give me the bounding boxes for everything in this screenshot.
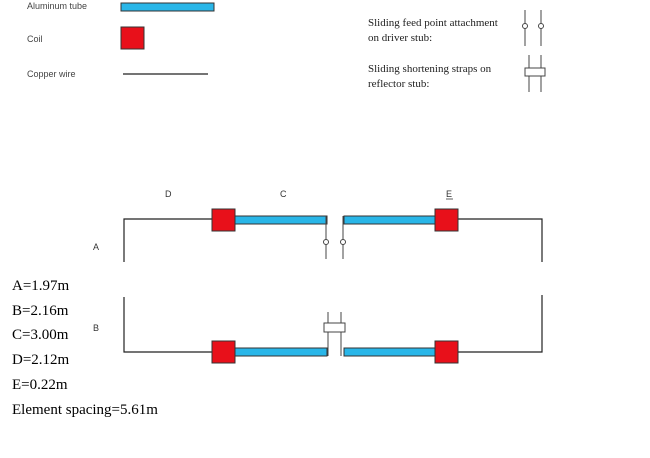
legend-aluminum-tube-swatch: [120, 2, 215, 12]
driver-right-tube: [343, 215, 436, 225]
label-e: E: [446, 189, 452, 199]
driver-feed-point: [323, 216, 346, 259]
dimension-b: B=2.16m: [12, 303, 69, 319]
reflector-left-coil: [211, 340, 236, 364]
legend-strap-line1: Sliding shortening straps on: [368, 63, 492, 75]
dimension-spacing: Element spacing=5.61m: [12, 402, 158, 418]
reflector-element: [123, 295, 543, 364]
dimension-d: D=2.12m: [12, 352, 70, 368]
legend-strap-symbol: [524, 55, 546, 92]
legend-copper-wire-label: Copper wire: [27, 69, 76, 79]
label-b: B: [93, 323, 99, 333]
driver-right-coil: [434, 208, 459, 232]
legend-feed-point-symbol: [522, 10, 544, 46]
driver-right-wire: [458, 218, 543, 262]
driver-element: [123, 208, 543, 262]
legend-feed-point-line2: on driver stub:: [368, 32, 432, 44]
legend-aluminum-tube-label: Aluminum tube: [27, 1, 87, 11]
dimension-a: A=1.97m: [12, 278, 70, 294]
dimension-c: C=3.00m: [12, 327, 69, 343]
reflector-right-coil: [434, 340, 459, 364]
reflector-left-wire: [123, 297, 212, 353]
driver-left-coil: [211, 208, 236, 232]
label-d: D: [165, 189, 172, 199]
reflector-shortening-strap: [323, 312, 346, 356]
driver-left-tube: [234, 215, 328, 225]
legend-strap-line2: reflector stub:: [368, 78, 429, 90]
legend-coil-label: Coil: [27, 34, 43, 44]
dimension-e: E=0.22m: [12, 377, 68, 393]
reflector-right-tube: [343, 347, 436, 357]
driver-left-wire: [123, 218, 212, 262]
label-c: C: [280, 189, 287, 199]
label-a: A: [93, 242, 99, 252]
reflector-left-tube: [234, 347, 328, 357]
legend-coil-swatch: [120, 26, 145, 50]
reflector-right-wire: [458, 295, 543, 353]
legend-feed-point-line1: Sliding feed point attachment: [368, 17, 498, 29]
